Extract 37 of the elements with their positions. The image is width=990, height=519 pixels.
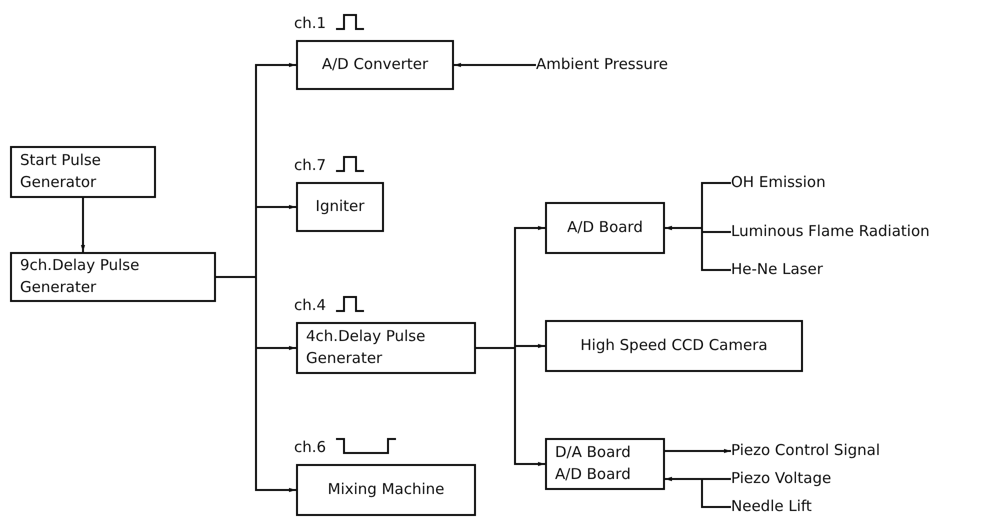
process-box [545,320,803,372]
signal-label: Ambient Pressure [536,54,668,76]
process-box [545,202,665,254]
box-label: D/A Board [555,442,631,464]
process-box [296,182,384,232]
process-box [296,40,454,90]
process-box [10,146,156,198]
box-label: Mixing Machine [328,479,444,500]
channel-label: ch.4 [294,298,326,313]
process-box [296,464,476,516]
box-label: Start Pulse Generator [20,150,102,193]
box-label: A/D Converter [322,54,428,76]
signal-label: Piezo Control Signal [731,440,880,462]
arrow [454,62,536,68]
channel-label: ch.1 [294,16,326,31]
process-box [545,438,665,490]
signal-label: He-Ne Laser [731,259,823,280]
process-box [10,252,216,302]
box-label: High Speed CCD Camera [580,335,768,356]
arrow [665,476,731,508]
box-label: 4ch.Delay Pulse Generater [306,326,426,369]
arrow [665,226,731,271]
signal-label: Needle Lift [731,496,812,518]
box-label: A/D Board [555,464,631,485]
box-label: A/D Board [567,217,643,238]
signal-label: Luminous Flame Radiation [731,221,930,242]
arrow [80,198,86,252]
box-label: 9ch.Delay Pulse Generater [20,255,140,298]
arrow [476,347,545,466]
arrow [216,276,296,492]
signal-label: OH Emission [731,172,826,194]
box-label: Igniter [316,196,364,218]
signal-label: Piezo Voltage [731,468,832,490]
arrow [665,448,731,454]
channel-label: ch.6 [294,440,326,455]
process-box [296,322,476,374]
channel-label: ch.7 [294,158,326,173]
